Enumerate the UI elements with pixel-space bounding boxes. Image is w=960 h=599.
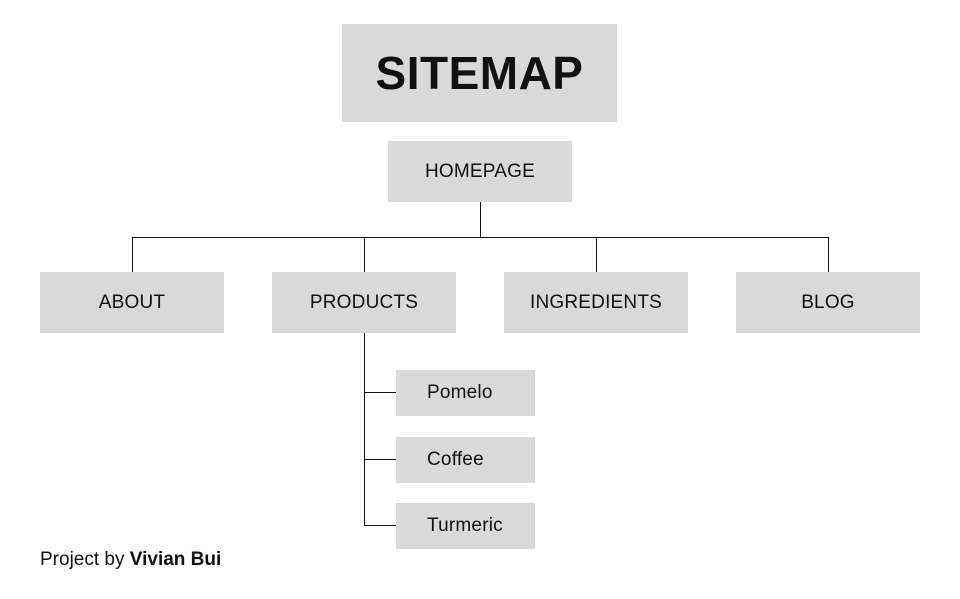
homepage-node: HOMEPAGE [388,141,572,202]
product-node-pomelo: Pomelo [396,370,535,416]
sitemap-title: SITEMAP [342,24,617,122]
connector-turmeric [364,525,396,526]
section-node-products: PRODUCTS [272,272,456,333]
connector-products [364,237,365,272]
project-credit: Project by Vivian Bui [40,549,221,571]
product-node-turmeric: Turmeric [396,503,535,549]
connector-blog [828,237,829,272]
section-node-ingredients: INGREDIENTS [504,272,688,333]
credit-prefix: Project by [40,549,125,570]
connector-coffee [364,459,396,460]
connector-homepage-down [480,202,481,238]
connector-about [132,237,133,272]
connector-products-trunk [364,333,365,525]
connector-ingredients [596,237,597,272]
section-node-about: ABOUT [40,272,224,333]
credit-author: Vivian Bui [129,549,222,570]
connector-horizontal-bus [132,237,829,238]
product-node-coffee: Coffee [396,437,535,483]
section-node-blog: BLOG [736,272,920,333]
connector-pomelo [364,392,396,393]
